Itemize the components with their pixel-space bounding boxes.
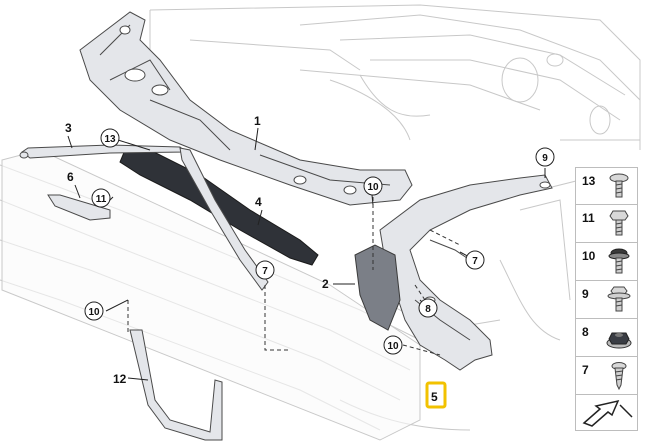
bumper-outline <box>1 149 421 441</box>
label-part-12: 12 <box>113 372 127 386</box>
svg-text:13: 13 <box>104 134 116 145</box>
label-part-4: 4 <box>255 195 262 209</box>
direction-arrow-icon <box>582 399 633 427</box>
leader-lines <box>127 190 461 356</box>
legend-item-7: 7 <box>575 357 638 395</box>
label-part-6: 6 <box>67 170 74 184</box>
callout-10-bottom: 10 <box>383 335 403 355</box>
svg-text:11: 11 <box>96 194 107 205</box>
part-12-tow-bracket <box>129 329 223 441</box>
legend-item-8: 8 <box>575 319 638 357</box>
callout-7-right: 7 <box>465 250 485 270</box>
svg-text:7: 7 <box>262 266 268 277</box>
callout-10-left: 10 <box>84 301 104 321</box>
hex-flange-bolt-icon <box>607 286 631 312</box>
svg-text:10: 10 <box>387 341 399 352</box>
hex-bolt-icon <box>609 210 629 236</box>
screw-icon <box>611 362 627 391</box>
part-6-bracket <box>47 194 111 221</box>
torx-bolt-icon <box>609 173 629 198</box>
svg-text:8: 8 <box>425 304 431 315</box>
label-part-2: 2 <box>322 277 329 291</box>
label-part-5-highlighted: 5 <box>425 381 447 409</box>
callout-11: 11 <box>91 188 111 208</box>
svg-text:5: 5 <box>431 390 438 404</box>
flange-bolt-icon <box>608 248 630 274</box>
fastener-legend: 13 11 10 9 8 <box>575 167 638 431</box>
callout-8: 8 <box>418 298 438 318</box>
legend-item-10: 10 <box>575 243 638 281</box>
callout-7-left: 7 <box>255 260 275 280</box>
part-2-inner-bracket <box>354 244 401 331</box>
svg-text:9: 9 <box>542 153 548 164</box>
svg-text:10: 10 <box>367 182 379 193</box>
legend-item-9: 9 <box>575 281 638 319</box>
callout-10-top: 10 <box>363 176 383 196</box>
callout-9: 9 <box>535 147 555 167</box>
legend-item-11: 11 <box>575 205 638 243</box>
part-1-upper-support <box>79 11 413 206</box>
svg-text:10: 10 <box>88 307 100 318</box>
callout-13: 13 <box>100 128 120 148</box>
label-part-1: 1 <box>254 114 261 128</box>
legend-footer <box>575 395 638 431</box>
label-part-3: 3 <box>65 121 72 135</box>
svg-text:7: 7 <box>472 256 478 267</box>
hex-nut-icon <box>606 332 632 349</box>
legend-item-13: 13 <box>575 167 638 205</box>
